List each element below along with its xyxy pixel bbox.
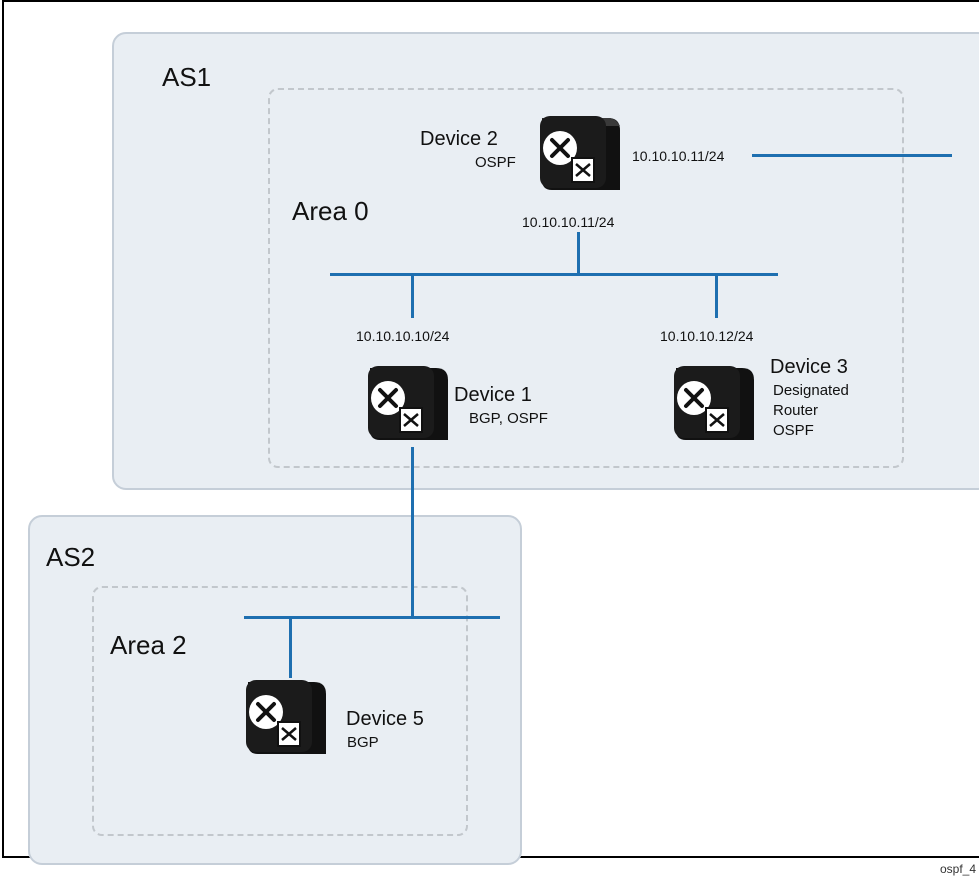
area2-box [92, 586, 468, 836]
area0-label: Area 0 [292, 196, 369, 226]
link-device2-external [752, 154, 952, 157]
device3-role-line3: OSPF [773, 422, 814, 439]
link-device1-down [411, 447, 414, 619]
device5-role: BGP [347, 734, 379, 751]
as2-label: AS2 [46, 542, 96, 572]
device1-ip: 10.10.10.10/24 [356, 328, 450, 344]
device2-name: Device 2 [420, 128, 498, 150]
device3-role-line2: Router [773, 402, 819, 419]
as1-box [112, 32, 979, 490]
link-device1-up [411, 275, 414, 318]
device1-name: Device 1 [454, 384, 532, 406]
device2-ip-below: 10.10.10.11/24 [522, 214, 615, 230]
device3-router-icon [674, 366, 754, 440]
device3-ip: 10.10.10.12/24 [660, 328, 754, 344]
area0-segment [330, 273, 778, 276]
area2-segment [244, 616, 500, 619]
device5-name: Device 5 [346, 708, 424, 730]
device1-role: BGP, OSPF [469, 410, 548, 427]
link-device3-up [715, 275, 718, 318]
device2-role: OSPF [475, 154, 516, 171]
device5-router-icon [246, 680, 326, 754]
link-device5-up [289, 618, 292, 678]
figure-id: ospf_4 [940, 862, 977, 876]
device2-ip-right: 10.10.10.11/24 [632, 148, 725, 164]
device1-router-icon [368, 366, 448, 440]
area0-box [268, 88, 904, 468]
device3-role-line1: Designated [773, 382, 849, 399]
device3-name: Device 3 [770, 356, 848, 378]
as1-label: AS1 [162, 62, 212, 92]
link-device2-down [577, 232, 580, 274]
device2-router-icon [540, 116, 620, 190]
area2-label: Area 2 [110, 630, 187, 660]
